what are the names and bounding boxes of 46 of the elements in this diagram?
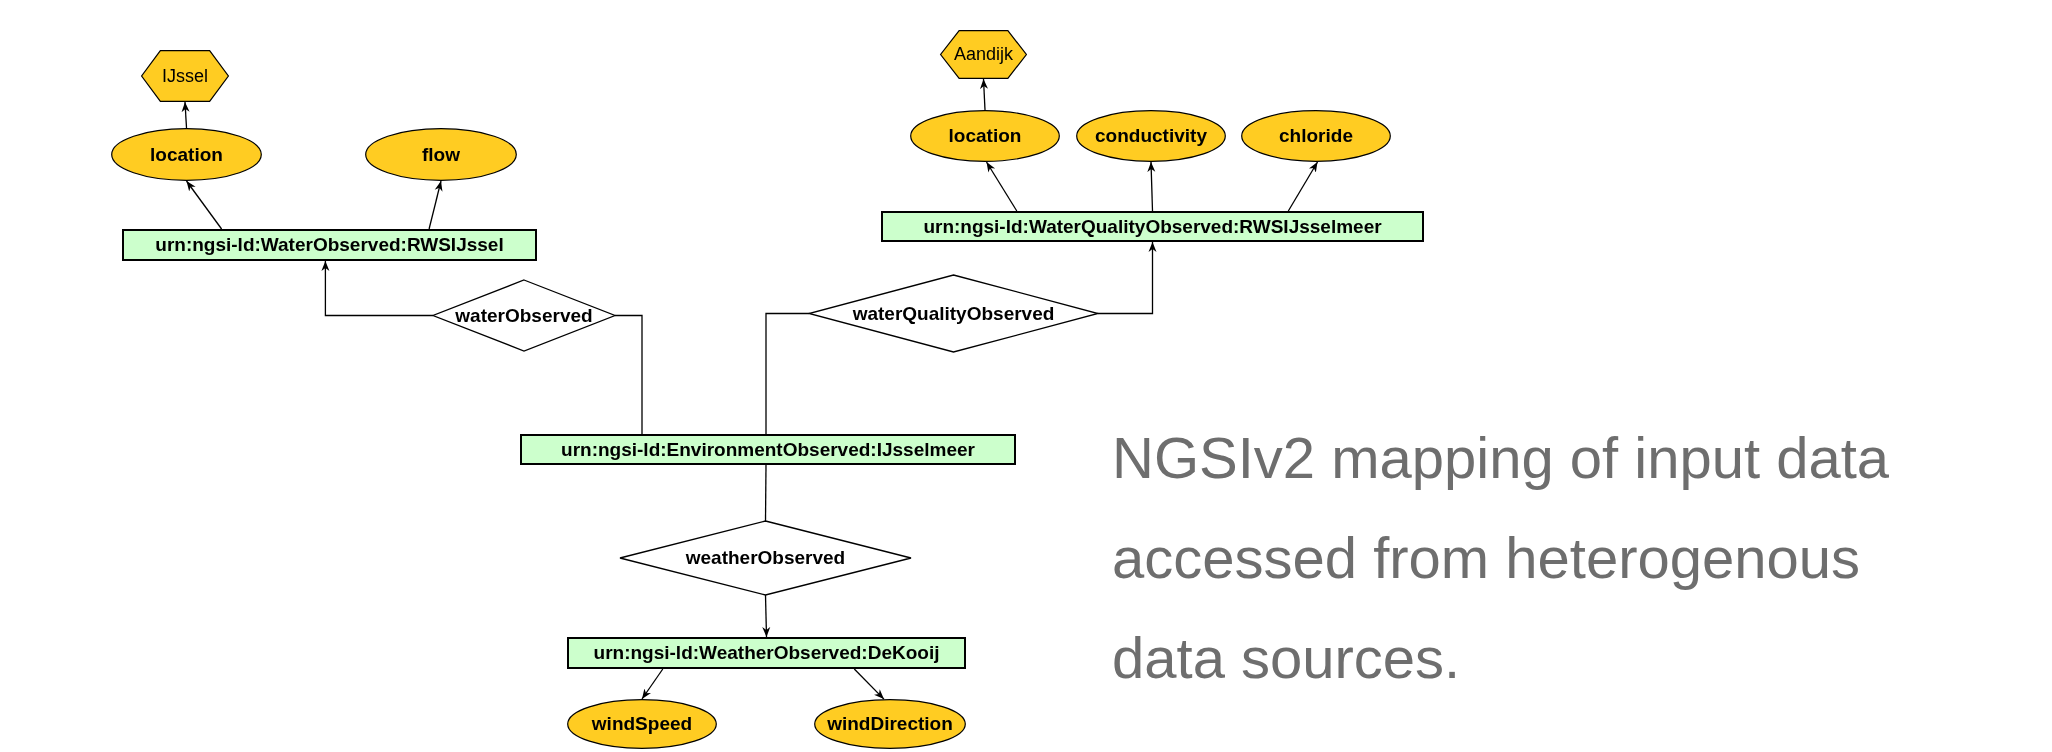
attribute-ellipse: [365, 128, 517, 181]
relationship-diamond: [809, 275, 1098, 352]
node-label: windDirection: [827, 713, 953, 735]
arrow: [762, 594, 771, 638]
node-label: waterQualityObserved: [852, 302, 1055, 325]
node-label: flow: [422, 143, 460, 166]
relationship-diamond: [620, 521, 911, 595]
entity-box: [881, 211, 1424, 242]
value-hexagon: [940, 30, 1027, 79]
node-label: urn:ngsi-ld:WaterObserved:RWSIJssel: [155, 234, 504, 256]
arrow: [428, 180, 443, 230]
arrow: [853, 668, 885, 700]
node-label: waterObserved: [455, 304, 593, 327]
arrow: [641, 668, 664, 700]
node-label: urn:ngsi-ld:EnvironmentObserved:IJsselmeer: [561, 438, 975, 461]
attribute-ellipse: [814, 699, 966, 749]
node-label: IJssel: [162, 65, 208, 87]
entity-box: [520, 434, 1016, 465]
node-label: windSpeed: [591, 713, 693, 735]
arrow: [1147, 161, 1156, 212]
connector-line: [764, 464, 767, 522]
attribute-ellipse: [111, 128, 262, 181]
entity-box: [567, 637, 966, 669]
value-hexagon: [141, 50, 229, 102]
node-label: location: [150, 143, 223, 166]
attribute-ellipse: [1241, 110, 1391, 162]
node-label: urn:ngsi-ld:WaterQualityObserved:RWSIJsselmeer: [923, 215, 1382, 238]
node-label: conductivity: [1095, 125, 1207, 147]
connector-line: [614, 314, 643, 435]
arrow: [985, 161, 1018, 212]
node-label: Aandijk: [953, 44, 1013, 65]
arrow: [321, 260, 434, 317]
arrow: [185, 180, 223, 230]
node-label: chloride: [1279, 125, 1353, 147]
arrow: [1287, 161, 1319, 212]
arrow: [181, 101, 190, 129]
caption: NGSIv2 mapping of input data accessed from heterogenous data sources.: [1112, 424, 1891, 692]
attribute-ellipse: [1076, 110, 1226, 162]
arrow: [980, 78, 988, 111]
attribute-ellipse: [910, 110, 1060, 162]
attribute-ellipse: [567, 699, 717, 749]
node-label: weatherObserved: [685, 547, 846, 569]
node-label: urn:ngsi-ld:WeatherObserved:DeKooij: [593, 642, 940, 664]
node-label: location: [948, 125, 1022, 147]
entity-box: [122, 229, 537, 261]
relationship-diamond: [433, 280, 615, 351]
